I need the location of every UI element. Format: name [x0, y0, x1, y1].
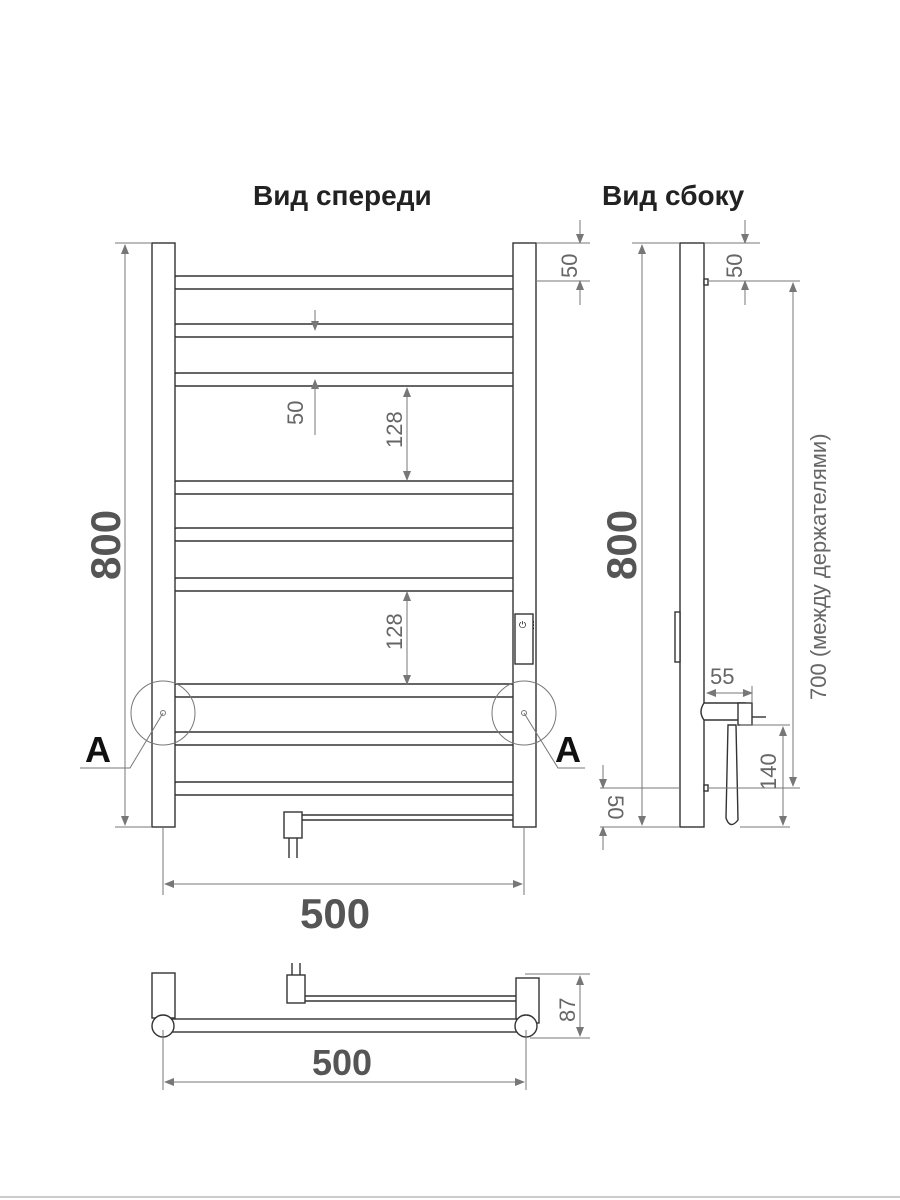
rung-4: [171, 480, 518, 495]
detail-label-left: A: [85, 729, 111, 770]
side-dim-height: 800: [598, 510, 645, 580]
control-panel: [514, 613, 534, 665]
rung-5: [171, 527, 518, 542]
front-view-title: Вид спереди: [253, 180, 432, 211]
side-control-panel: [674, 611, 681, 663]
rung-1: [171, 275, 518, 290]
top-plug: [286, 974, 306, 1004]
side-dim-depth: 55: [710, 664, 734, 689]
dim-width: 500: [300, 890, 370, 937]
side-dim-cable-height: 140: [756, 753, 781, 790]
dim-top-offset: 50: [557, 254, 582, 278]
dim-gap-bottom: 128: [382, 613, 407, 650]
dim-height: 800: [82, 510, 129, 580]
control-icons: ⏻ ⋮: [519, 620, 538, 631]
dim-rung-thickness: 50: [283, 401, 308, 425]
rung-8: [171, 731, 518, 746]
left-rail: [151, 242, 176, 828]
plug: [283, 811, 303, 839]
cable: [725, 724, 739, 826]
detail-circle-left: [130, 680, 196, 746]
rung-2: [171, 323, 518, 338]
side-rail: [679, 242, 705, 828]
detail-circle-right: [491, 680, 557, 746]
rung-7: [171, 683, 518, 698]
side-dim-holder-distance: 700 (между держателями): [806, 433, 831, 700]
dim-gap-top: 128: [382, 411, 407, 448]
rung-9: [171, 781, 518, 796]
side-dim-top-offset: 50: [722, 254, 747, 278]
side-view: 800 50 700 (между держателями) 55 140 50: [598, 220, 831, 850]
front-view: ⏻ ⋮ A A 800 500 50 50 128 128: [80, 220, 590, 937]
rungs: [171, 275, 518, 796]
right-rail: [512, 242, 537, 828]
side-dim-bottom-offset: 50: [603, 795, 628, 819]
detail-label-right: A: [555, 729, 581, 770]
top-view: 500 87: [151, 963, 590, 1090]
side-view-title: Вид сбоку: [602, 180, 745, 211]
rung-3: [171, 372, 518, 387]
rung-6: [171, 577, 518, 592]
top-dim-width: 500: [312, 1042, 372, 1083]
top-dim-depth: 87: [555, 998, 580, 1022]
